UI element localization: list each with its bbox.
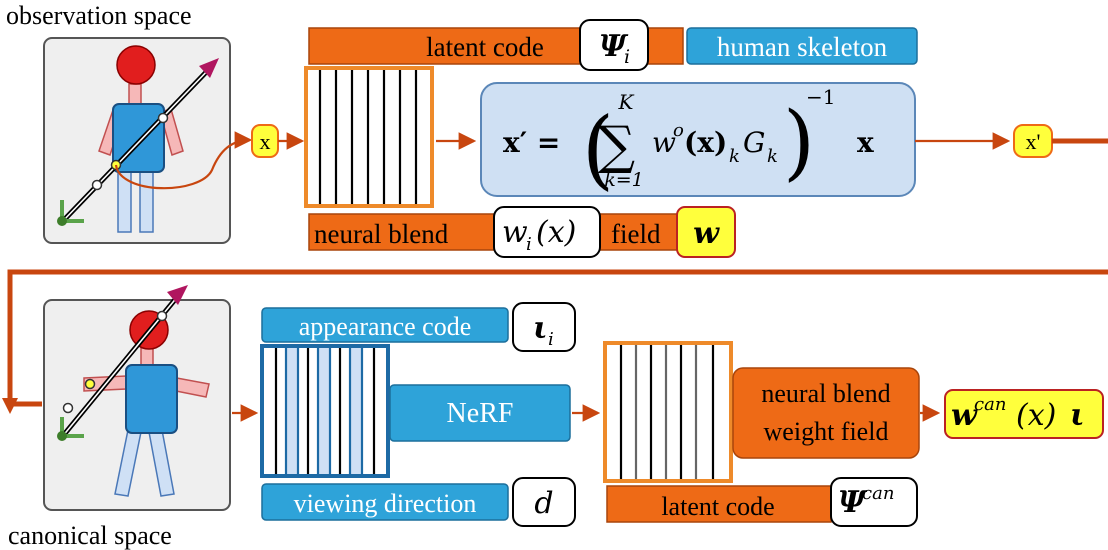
canonical-space-title: canonical space [8, 521, 172, 550]
appearance-code-label: appearance code [299, 312, 471, 341]
w-yellow-symbol: w [693, 216, 720, 251]
human-skeleton-box [686, 27, 918, 65]
equation-w-sup: o [673, 120, 684, 141]
iota-sub: i [548, 329, 554, 350]
canonical-blend-line1: neural blend [761, 379, 890, 408]
psi-can-symbol: Ψ [838, 485, 868, 520]
equation-sum-lower: k=1 [604, 169, 644, 191]
psi-i-symbol: Ψ [599, 29, 629, 64]
w-yellow-box [676, 206, 736, 258]
equation-k: k [729, 146, 740, 167]
psi-can-box [830, 477, 918, 527]
equation-panel [480, 82, 916, 197]
canonical-latent-label: latent code [661, 492, 774, 521]
x-prime-label: x' [1026, 129, 1041, 154]
wi-sub: i [526, 234, 532, 255]
canonical-figure [43, 285, 231, 511]
wi-symbol: w [502, 215, 528, 250]
equation-arg: (x) [684, 126, 727, 159]
psi-i-sub: i [624, 46, 630, 68]
canonical-blend-box [732, 367, 920, 459]
iota-symbol: ι [533, 311, 548, 346]
d-box [512, 477, 576, 527]
equation-rhs: x [857, 126, 874, 159]
x-input-label: x [260, 129, 271, 154]
appearance-code-box [261, 307, 509, 343]
equation-left-paren: ( [582, 99, 614, 199]
psi-can-sup: can [862, 483, 894, 504]
canonical-latent-bar [606, 485, 832, 523]
equation-inverse: −1 [806, 85, 835, 109]
observation-figure [43, 37, 253, 244]
equation-w: w [652, 126, 676, 159]
field-label: field [611, 219, 661, 249]
d-symbol: d [534, 486, 553, 521]
equation: x′ = ( ∑ K k=1 w o (x) k G k ) −1 x [503, 85, 874, 199]
wi-x-box [493, 206, 601, 258]
psi-i-box [579, 19, 649, 71]
neural-blend-label: neural blend [314, 219, 449, 249]
nerf-box [389, 384, 571, 442]
nerf-label: NeRF [447, 398, 514, 429]
output-tail: ι [1070, 398, 1085, 433]
blend-field-mlp [304, 66, 434, 208]
equation-lhs: x′ = [503, 126, 560, 159]
viewing-direction-box [261, 483, 509, 521]
equation-G-k: k [767, 146, 778, 167]
canonical-blend-mlp [603, 341, 733, 483]
latent-code-label: latent code [426, 32, 544, 62]
output-arg: (x) [1016, 398, 1056, 433]
canonical-blend-line2: weight field [764, 417, 889, 446]
equation-sum: ∑ [598, 116, 635, 176]
output-sup: can [974, 394, 1006, 415]
wrap-line [7, 269, 1108, 402]
output-box [944, 389, 1104, 439]
equation-G: G [743, 126, 765, 159]
nerf-mlp [260, 344, 390, 478]
observation-space-title: observation space [6, 1, 192, 30]
viewing-direction-label: viewing direction [294, 489, 477, 518]
equation-sum-upper: K [618, 90, 635, 114]
iota-i-box [512, 302, 576, 352]
human-skeleton-label: human skeleton [717, 32, 888, 62]
equation-right-paren: ) [783, 95, 815, 190]
wi-arg: (x) [536, 215, 576, 250]
output-w: w [951, 398, 978, 433]
